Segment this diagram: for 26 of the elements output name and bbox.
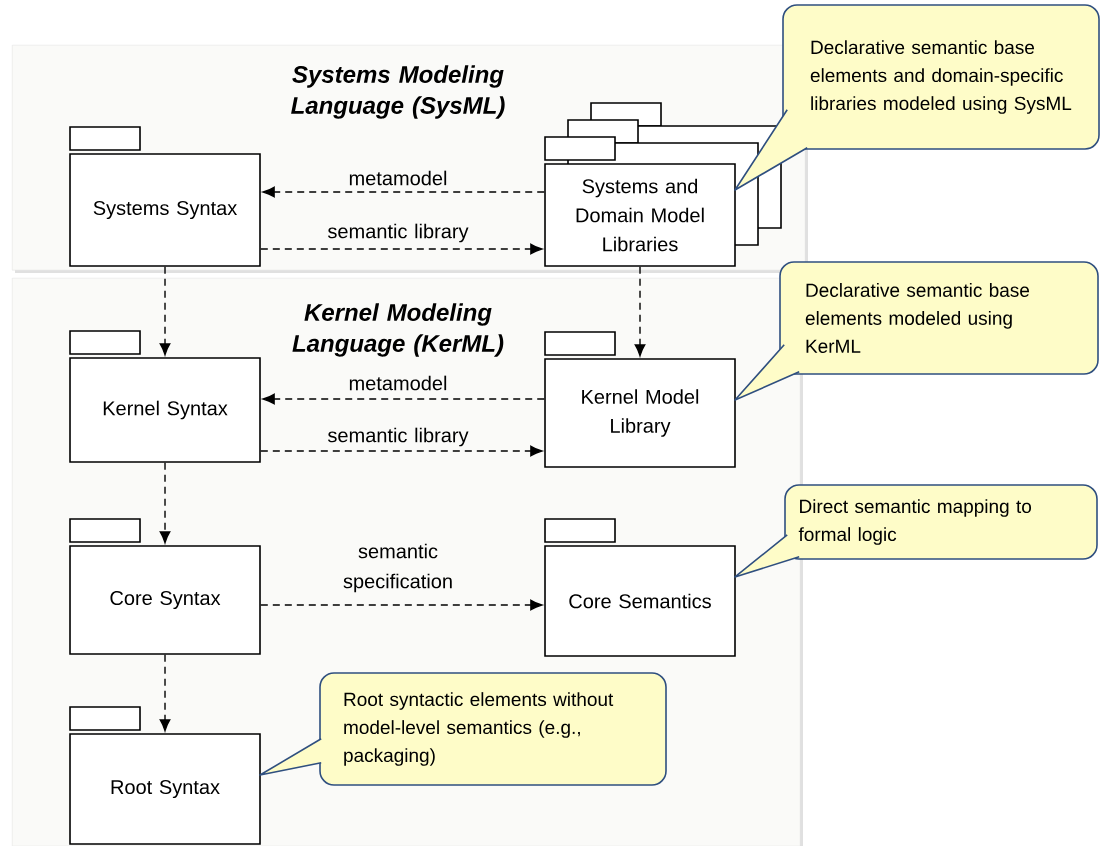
arrow (260, 599, 543, 611)
package-box: Core Syntax (69, 518, 261, 655)
callout-box: Declarative semantic base elements and domain-specific libraries modeled using SysML (734, 4, 1100, 191)
edge-label: semantic specification (343, 543, 452, 593)
arrow (634, 266, 646, 357)
package-stack: Systems and Domain Model Libraries (544, 102, 782, 267)
edge-label: semantic library (328, 223, 469, 243)
package-box: Kernel Model Library (544, 331, 736, 468)
edge-label: semantic library (328, 427, 469, 447)
package-box: Root Syntax (69, 706, 261, 845)
edge-label: metamodel (349, 170, 447, 186)
package-box: Core Semantics (544, 518, 736, 657)
arrow (262, 393, 545, 405)
edge-label: metamodel (349, 375, 447, 391)
arrow (260, 445, 543, 457)
arrow (159, 654, 171, 732)
callout-box: Root syntactic elements without model-level semantics (e.g., packaging) (259, 672, 667, 786)
package-box: Systems Syntax (69, 126, 261, 267)
callout-box: Declarative semantic base elements modeled using KerML (734, 261, 1099, 401)
arrow (262, 186, 545, 198)
arrow (159, 462, 171, 544)
arrow (159, 266, 171, 356)
arrow (260, 243, 543, 255)
callout-box: Direct semantic mapping to formal logic (734, 484, 1098, 578)
package-box: Kernel Syntax (69, 330, 261, 463)
node-label: Libraries (603, 236, 678, 252)
